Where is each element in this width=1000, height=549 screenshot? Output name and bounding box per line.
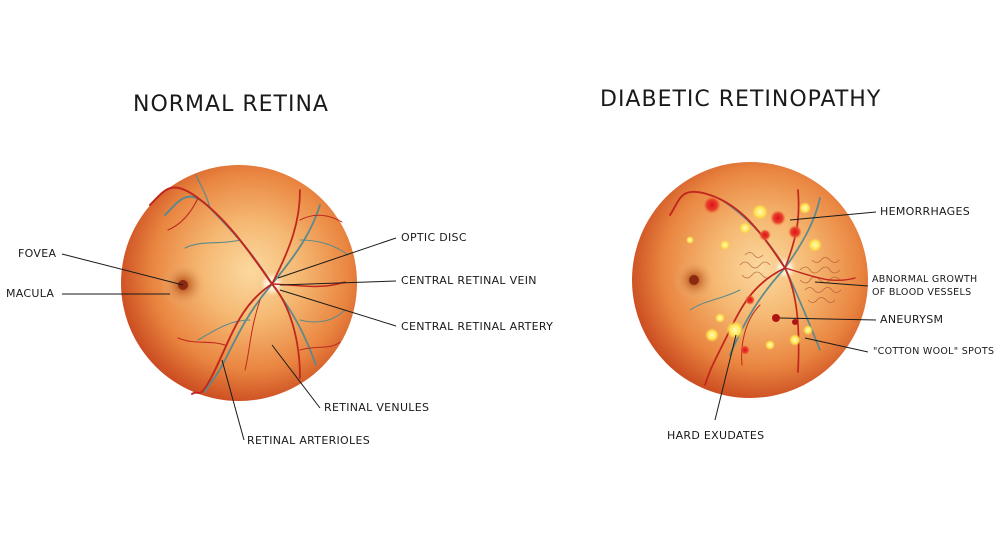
normal-retina-disc: [121, 165, 357, 401]
diabetic-retina: [632, 162, 877, 421]
label-abnormal-growth-line1: ABNORMAL GROWTH: [872, 274, 978, 285]
label-abnormal-growth: ABNORMAL GROWTH OF BLOOD VESSELS: [872, 273, 978, 299]
label-macula: MACULA: [6, 287, 55, 300]
label-central-retinal-vein: CENTRAL RETINAL VEIN: [401, 274, 537, 287]
label-retinal-arterioles: RETINAL ARTERIOLES: [247, 434, 370, 447]
label-optic-disc: OPTIC DISC: [401, 231, 467, 244]
label-hard-exudates: HARD EXUDATES: [667, 429, 765, 442]
label-hemorrhages: HEMORRHAGES: [880, 205, 971, 218]
abnormal-vessel-growth: [739, 252, 842, 303]
diabetic-fovea: [689, 275, 699, 285]
label-retinal-venules: RETINAL VENULES: [324, 401, 430, 414]
diabetic-leader-lines: [714, 211, 877, 421]
label-abnormal-growth-line2: OF BLOOD VESSELS: [872, 287, 972, 298]
label-central-retinal-artery: CENTRAL RETINAL ARTERY: [401, 320, 554, 333]
normal-arteries: [149, 186, 346, 395]
normal-leader-lines: [61, 237, 397, 441]
label-aneurysm: ANEURYSM: [880, 313, 944, 326]
title-normal-retina: NORMAL RETINA: [133, 92, 329, 117]
hemorrhages: [703, 196, 802, 355]
title-diabetic-retinopathy: DIABETIC RETINOPATHY: [600, 87, 882, 112]
label-fovea: FOVEA: [18, 247, 57, 260]
normal-retina: [61, 165, 397, 441]
aneurysm-marker: [772, 314, 798, 325]
exudates: [686, 202, 822, 350]
label-cotton-wool-spots: "COTTON WOOL" SPOTS: [873, 346, 995, 357]
